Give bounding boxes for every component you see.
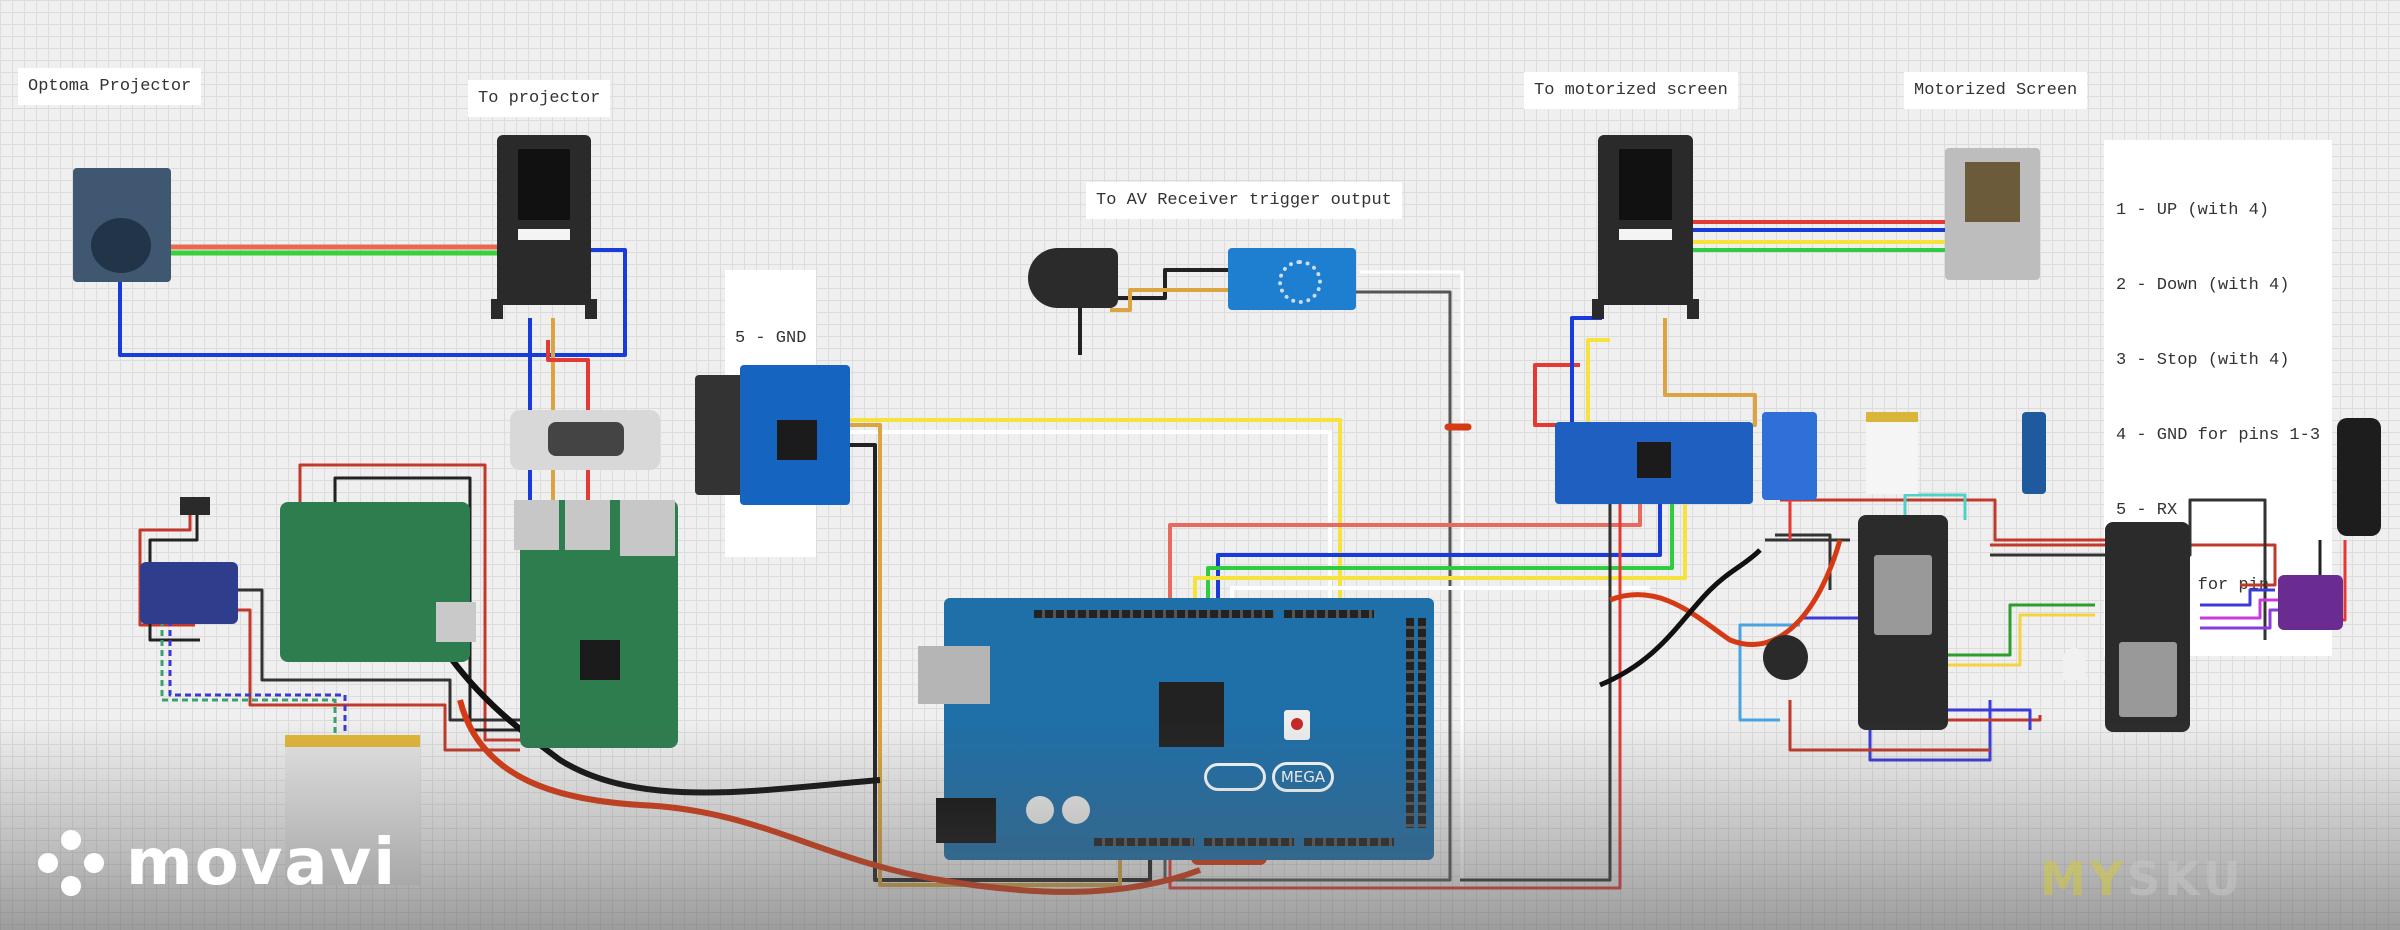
pi-b[interactable]: [514, 500, 678, 748]
wire-blue: [1216, 490, 1662, 610]
wire-black: [148, 505, 200, 642]
db9-connector[interactable]: [510, 410, 660, 470]
label-optoma-projector: Optoma Projector: [18, 68, 202, 105]
wire-red: [1533, 363, 1580, 427]
arduino-mega[interactable]: MEGA: [918, 598, 1434, 860]
annotation-black-scribble: [1599, 548, 1762, 688]
rgb-led: [2063, 648, 2085, 680]
wire-white: [1360, 270, 1464, 890]
label-motorized-screen: Motorized Screen: [1904, 72, 2088, 109]
relay-module[interactable]: [1555, 422, 1753, 504]
esp32-a[interactable]: [1858, 515, 1948, 730]
slide-switch[interactable]: [180, 497, 210, 515]
mysku-watermark: MYSKU: [2040, 852, 2244, 906]
wire-yellow: [1920, 613, 2095, 667]
wire-black: [1775, 533, 1832, 590]
wire-teal: [1903, 493, 1967, 520]
label-to-projector: To projector: [468, 80, 611, 117]
wire-yellow: [1586, 338, 1610, 425]
mega-logo-label: MEGA: [1272, 762, 1334, 792]
speaker: [2337, 418, 2381, 536]
pinout-line: 2 - Down (with 4): [2116, 276, 2290, 295]
rs232-ttl-module[interactable]: [695, 365, 850, 505]
label-to-motorized-screen: To motorized screen: [1524, 72, 1738, 109]
wire-orange: [1110, 288, 1250, 312]
wire-blue: [2200, 588, 2275, 607]
wire-green: [1920, 603, 2095, 657]
wire-orange: [1663, 318, 1757, 427]
pinout-line: 5 - RX: [2116, 501, 2178, 520]
wire-red: [138, 505, 195, 627]
small-lipo: [1866, 412, 1918, 494]
wire-blue: [118, 248, 627, 357]
wire-yellow: [1193, 490, 1687, 610]
buzzer: [1763, 635, 1808, 680]
annotation-red-scribble: [1609, 539, 1843, 647]
voltage-sensor[interactable]: [1228, 248, 1356, 310]
wire-green-dashed: [160, 580, 337, 735]
wire-green: [1206, 490, 1674, 610]
watermark-part-a: MY: [2040, 852, 2128, 906]
wire-purple: [2200, 608, 2285, 630]
pinout-line: 1 - UP (with 4): [2116, 201, 2270, 220]
esp32-b[interactable]: [2105, 522, 2190, 732]
movavi-watermark: movavi: [38, 826, 397, 900]
rj-screen-socket[interactable]: [1945, 148, 2040, 280]
pinout-line: 3 - Stop (with 4): [2116, 351, 2290, 370]
powerboost[interactable]: [140, 562, 238, 624]
movavi-logo-icon: [38, 830, 104, 896]
jack-socket: [91, 218, 151, 273]
watermark-part-b: SKU: [2127, 852, 2245, 906]
amp-module[interactable]: [2278, 575, 2343, 630]
mini-din-jack[interactable]: [73, 168, 171, 282]
wire-yellow: [845, 418, 1342, 610]
wire-red: [1780, 498, 2120, 542]
wire-red: [1168, 490, 1642, 610]
wire-magenta: [2200, 598, 2280, 620]
label-to-av-receiver: To AV Receiver trigger output: [1086, 182, 1402, 219]
wire-black: [1460, 490, 1612, 882]
audio-jack[interactable]: [1028, 248, 1118, 308]
ir-sensor[interactable]: [2022, 412, 2046, 494]
wire-white: [845, 430, 1332, 610]
wire-black: [1085, 268, 1248, 300]
rj-jack-screen[interactable]: [1592, 135, 1699, 319]
pinout-line: 4 - GND for pins 1-3: [2116, 426, 2321, 445]
wire-blue-dashed: [168, 580, 347, 735]
pinout-line: 5 - GND: [735, 329, 807, 348]
rj-jack-projector[interactable]: [491, 135, 597, 319]
pi-zero[interactable]: [280, 502, 476, 662]
movavi-wordmark: movavi: [126, 826, 398, 900]
charger-module[interactable]: [1762, 412, 1817, 500]
